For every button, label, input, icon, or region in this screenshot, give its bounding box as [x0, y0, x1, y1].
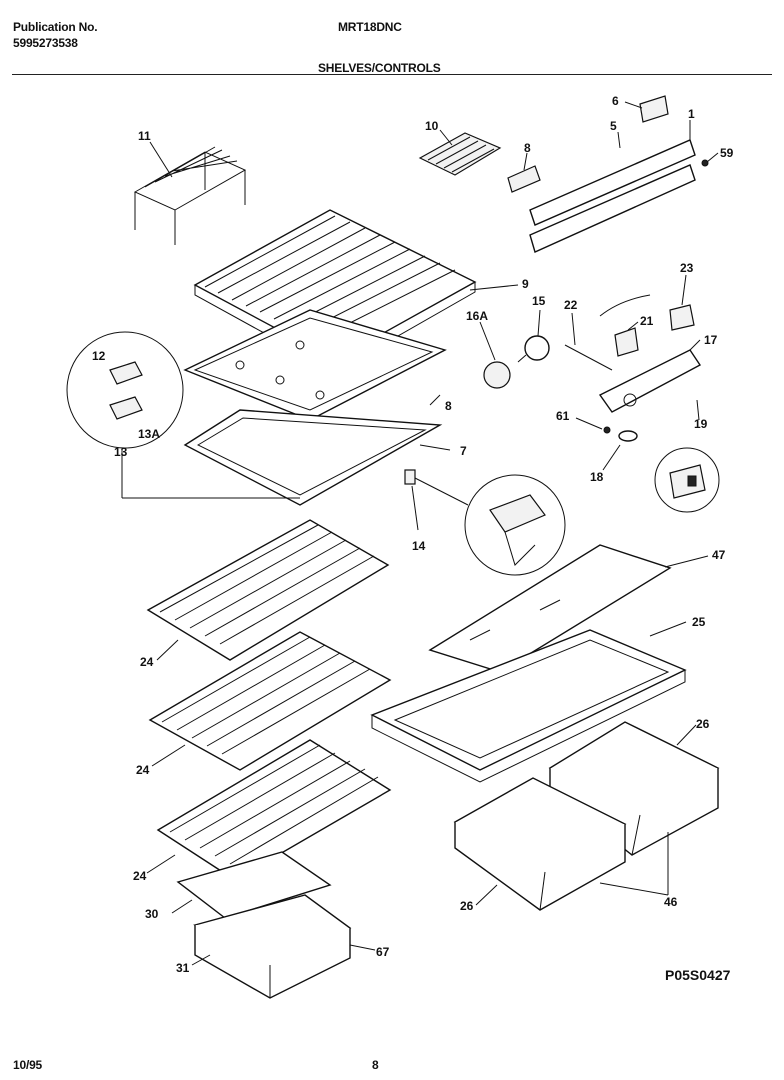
part-16a-socket — [483, 361, 511, 389]
callout-46: 46 — [664, 895, 678, 909]
part-19-switch-detail — [654, 447, 720, 513]
part-10-ice-tray — [418, 132, 502, 176]
callout-13a: 13A — [138, 427, 160, 441]
publication-number: 5995273538 — [13, 36, 78, 50]
footer-date: 10/95 — [13, 1058, 43, 1072]
part-24-wire-shelf-2 — [148, 631, 392, 771]
callout-16a: 16A — [466, 309, 488, 323]
callout-59: 59 — [720, 146, 734, 160]
callout-24-shelf-2: 24 — [136, 763, 150, 777]
part-7-frame — [183, 409, 443, 506]
part-24-wire-shelf-1 — [146, 519, 390, 661]
callout-67: 67 — [376, 945, 390, 959]
callout-12: 12 — [92, 349, 106, 363]
callout-30: 30 — [145, 907, 159, 921]
callout-21: 21 — [640, 314, 654, 328]
part-25-crisper-frame — [370, 629, 687, 783]
part-26-crisper-drawer-right — [548, 721, 720, 856]
callout-18: 18 — [590, 470, 604, 484]
part-26-crisper-drawer-left — [453, 777, 627, 911]
callout-11: 11 — [138, 129, 151, 143]
callout-labels: 11 10 8 6 5 1 59 9 23 15 22 16A 21 17 12… — [92, 94, 734, 983]
callout-61: 61 — [556, 409, 570, 423]
callout-26-left: 26 — [460, 899, 474, 913]
detail-circle-left — [66, 331, 300, 499]
callout-13: 13 — [114, 445, 128, 459]
part-31-pan — [193, 894, 352, 999]
model-number: MRT18DNC — [338, 20, 402, 34]
leader-lines — [146, 101, 719, 966]
callout-5: 5 — [610, 119, 617, 133]
callout-15: 15 — [532, 294, 546, 308]
part-5-1-control-panel — [529, 139, 709, 253]
callout-25: 25 — [692, 615, 706, 629]
publication-label: Publication No. — [13, 20, 98, 34]
callout-7: 7 — [460, 444, 467, 458]
callout-47: 47 — [712, 548, 726, 562]
callout-24-shelf-3: 24 — [133, 869, 147, 883]
callout-6: 6 — [612, 94, 619, 108]
callout-19: 19 — [694, 417, 708, 431]
header-rule — [12, 74, 772, 75]
part-61-screw — [603, 426, 611, 434]
part-15-bulb — [517, 335, 550, 363]
part-18-knob — [618, 430, 638, 442]
part-8-frame — [183, 309, 447, 421]
part-6-switch — [639, 95, 669, 123]
callout-8-frame: 8 — [445, 399, 452, 413]
part-30-pan-cover — [176, 851, 332, 919]
part-11-wire-rack — [133, 146, 247, 245]
callout-8-top: 8 — [524, 141, 531, 155]
part-14-damper — [404, 469, 566, 576]
callout-22: 22 — [564, 298, 578, 312]
part-8-bracket — [507, 165, 541, 193]
callout-10: 10 — [425, 119, 439, 133]
footer-page-number: 8 — [372, 1058, 379, 1072]
callout-14: 14 — [412, 539, 426, 553]
part-24-wire-shelf-3 — [156, 739, 392, 881]
section-title: SHELVES/CONTROLS — [318, 61, 441, 75]
callout-17: 17 — [704, 333, 718, 347]
callout-23: 23 — [680, 261, 694, 275]
part-17-control-housing — [598, 349, 702, 413]
part-47-glass-shelf — [428, 544, 672, 673]
callout-1: 1 — [688, 107, 695, 121]
part-22-rod — [564, 344, 613, 371]
diagram-code: P05S0427 — [665, 967, 731, 983]
callout-9: 9 — [522, 277, 529, 291]
callout-26-right: 26 — [696, 717, 710, 731]
callout-24-shelf-1: 24 — [140, 655, 154, 669]
callout-31: 31 — [176, 961, 190, 975]
